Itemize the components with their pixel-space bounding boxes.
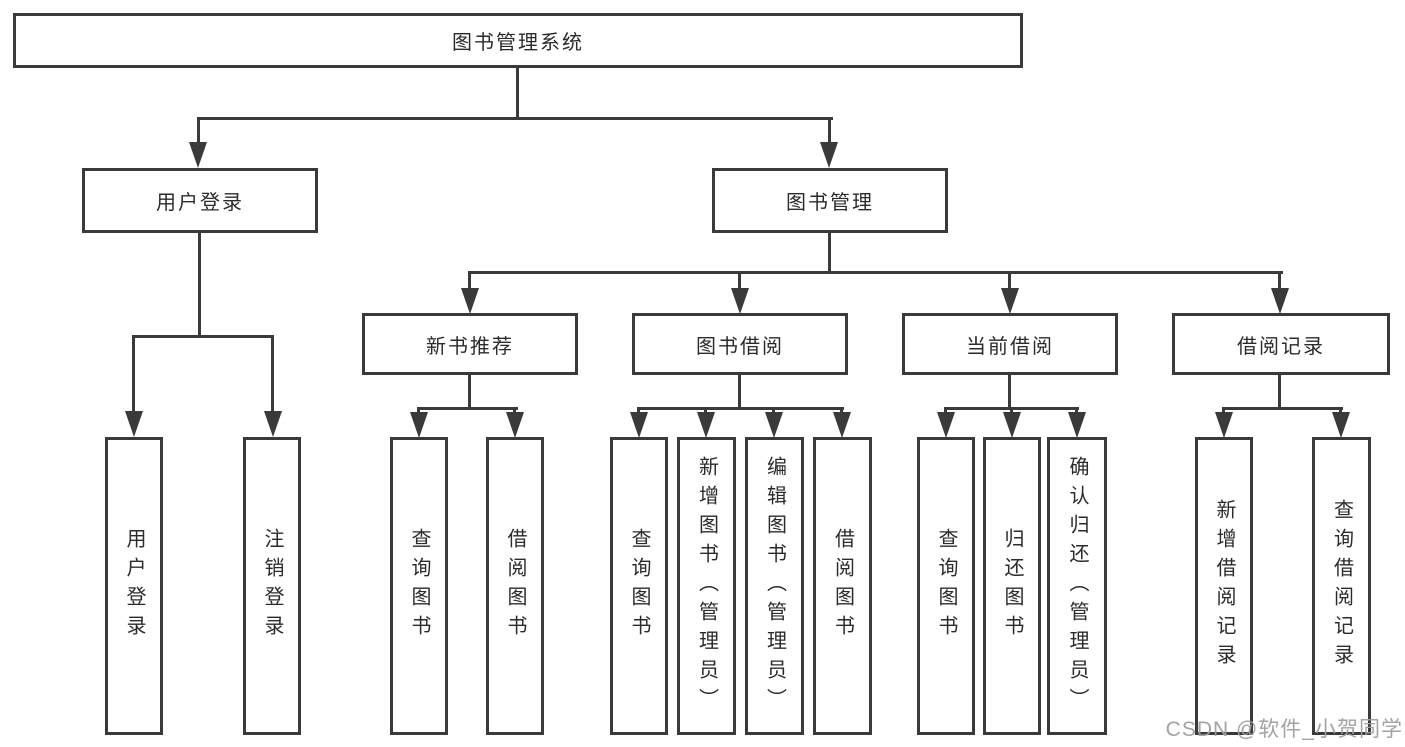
connector-drop-current-borrowing <box>1008 271 1011 291</box>
connector-drop-new-book <box>468 271 471 291</box>
node-new-book-recommend: 新书推荐 <box>362 313 578 375</box>
connector-root-rail <box>197 117 833 120</box>
node-label: 查询图书 <box>935 528 957 644</box>
node-label: 新增图书（管理员） <box>695 455 718 717</box>
leaf-add-book-admin: 新增图书（管理员） <box>677 437 736 735</box>
connector-drop-confirm-return <box>1075 407 1078 415</box>
connector-drop-add-record <box>1222 407 1225 415</box>
node-label: 查询图书 <box>628 528 650 644</box>
node-label: 用户登录 <box>156 192 244 214</box>
csdn-watermark: CSDN @软件_小贺同学 <box>1165 718 1403 741</box>
arrowhead-query-recommend <box>410 412 428 438</box>
connector-drop-query-current <box>944 407 947 415</box>
leaf-borrow-books-borrowing: 借阅图书 <box>813 437 872 735</box>
leaf-query-borrow-record: 查询借阅记录 <box>1312 437 1371 735</box>
node-borrow-records: 借阅记录 <box>1172 313 1390 375</box>
node-user-login: 用户登录 <box>82 168 318 233</box>
leaf-logout: 注销登录 <box>243 437 301 735</box>
node-book-borrowing: 图书借阅 <box>632 313 848 375</box>
leaf-edit-book-admin: 编辑图书（管理员） <box>745 437 804 735</box>
leaf-borrow-books-recommend: 借阅图书 <box>486 437 544 735</box>
node-label: 查询借阅记录 <box>1330 499 1353 673</box>
arrowhead-book-management <box>820 142 838 168</box>
connector-current-stem <box>1008 375 1011 409</box>
node-label: 确认归还（管理员） <box>1066 455 1088 717</box>
connector-drop-query-record <box>1339 407 1342 415</box>
connector-borrowing-rail <box>637 407 844 410</box>
connector-newbook-stem <box>468 375 471 409</box>
node-label: 注销登录 <box>261 528 283 644</box>
node-label: 借阅图书 <box>504 528 526 644</box>
connector-drop-query-borrowing <box>637 407 640 415</box>
node-label: 借阅记录 <box>1237 335 1325 358</box>
node-label: 借阅图书 <box>831 528 854 644</box>
node-label: 当前借阅 <box>966 335 1054 358</box>
arrowhead-leaf-logout <box>264 411 282 437</box>
connector-bookmgmt-rail <box>468 271 1283 274</box>
node-label: 查询图书 <box>408 528 430 644</box>
node-label: 图书管理系统 <box>452 32 584 54</box>
leaf-add-borrow-record: 新增借阅记录 <box>1195 437 1253 735</box>
arrowhead-user-login <box>189 142 207 168</box>
node-label: 新增借阅记录 <box>1213 499 1235 673</box>
connector-drop-query-recommend <box>417 407 420 415</box>
connector-drop-book-borrowing <box>738 271 741 291</box>
connector-bookmgmt-stem <box>828 233 831 273</box>
leaf-query-books-current: 查询图书 <box>917 437 975 735</box>
connector-drop-leaf-user-login <box>132 335 135 413</box>
arrowhead-query-record <box>1332 412 1350 438</box>
node-label: 归还图书 <box>1001 528 1023 644</box>
connector-root-stem <box>516 68 519 118</box>
leaf-confirm-return-admin: 确认归还（管理员） <box>1047 437 1107 735</box>
arrowhead-add-record <box>1215 412 1233 438</box>
connector-newbook-rail <box>417 407 518 410</box>
connector-drop-borrow-book <box>840 407 843 415</box>
arrowhead-query-current <box>937 412 955 438</box>
connector-drop-add-book <box>704 407 707 415</box>
leaf-query-books-borrowing: 查询图书 <box>610 437 668 735</box>
connector-userlogin-stem <box>198 233 201 337</box>
arrowhead-add-book <box>697 412 715 438</box>
arrowhead-new-book <box>461 288 479 314</box>
arrowhead-edit-book <box>765 412 783 438</box>
node-book-management: 图书管理 <box>712 168 948 233</box>
connector-drop-user-login <box>197 117 200 145</box>
connector-drop-book-management <box>828 117 831 145</box>
connector-drop-borrow-recommend <box>513 407 516 415</box>
connector-drop-borrow-records <box>1278 271 1281 291</box>
leaf-query-books-recommend: 查询图书 <box>390 437 448 735</box>
arrowhead-confirm-return <box>1068 412 1086 438</box>
connector-drop-edit-book <box>772 407 775 415</box>
node-label: 图书管理 <box>786 192 874 214</box>
arrowhead-query-borrowing <box>630 412 648 438</box>
leaf-user-login: 用户登录 <box>105 437 163 735</box>
arrowhead-book-borrowing <box>731 288 749 314</box>
node-label: 用户登录 <box>123 528 145 644</box>
arrowhead-borrow-book <box>833 412 851 438</box>
connector-userlogin-rail <box>132 335 274 338</box>
arrowhead-leaf-user-login <box>125 411 143 437</box>
node-current-borrowing: 当前借阅 <box>902 313 1118 375</box>
arrowhead-return-book <box>1003 412 1021 438</box>
connector-drop-return-book <box>1010 407 1013 415</box>
connector-records-stem <box>1278 375 1281 409</box>
node-label: 新书推荐 <box>426 335 514 358</box>
connector-borrowing-stem <box>738 375 741 409</box>
arrowhead-borrow-recommend <box>506 412 524 438</box>
node-root-library-system: 图书管理系统 <box>13 13 1023 68</box>
connector-records-rail <box>1222 407 1343 410</box>
connector-drop-leaf-logout <box>271 335 274 413</box>
node-label: 图书借阅 <box>696 335 784 358</box>
arrowhead-current-borrowing <box>1001 288 1019 314</box>
arrowhead-borrow-records <box>1271 288 1289 314</box>
leaf-return-book: 归还图书 <box>983 437 1041 735</box>
node-label: 编辑图书（管理员） <box>763 455 786 717</box>
